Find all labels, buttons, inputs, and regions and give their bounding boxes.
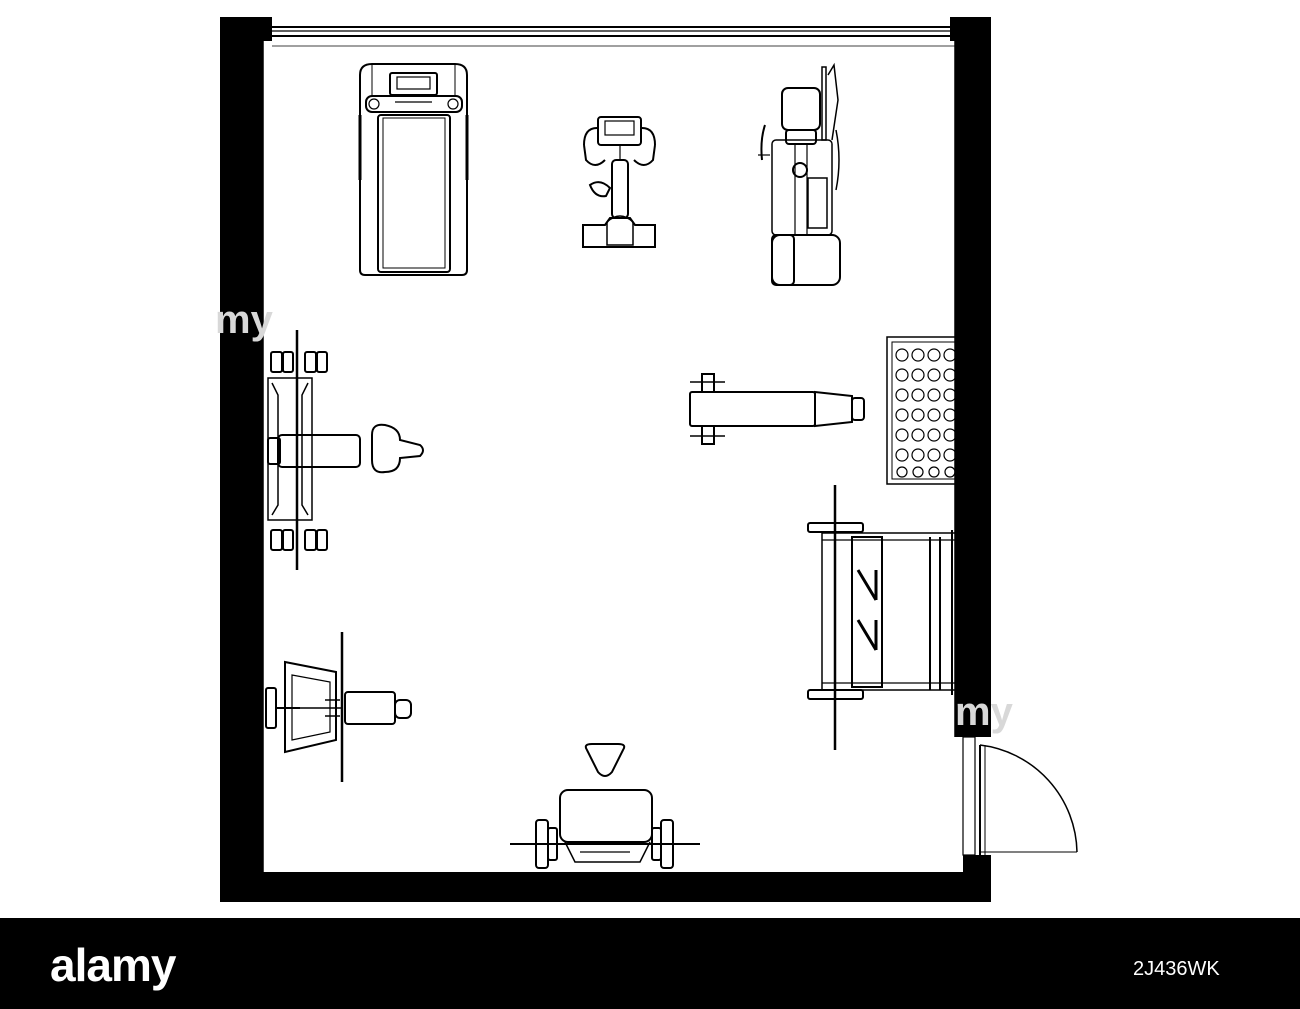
door-jamb	[962, 736, 976, 856]
watermark-brand: alamy	[50, 939, 176, 991]
wall-top-left-post	[220, 17, 272, 41]
door-swing-arc	[979, 744, 1078, 853]
wall-left	[220, 17, 263, 902]
watermark-fragment-right: my	[955, 690, 1013, 734]
dumbbell-rack	[886, 336, 962, 485]
barbell-bench	[267, 330, 424, 570]
dumbbells	[895, 348, 957, 478]
wall-top-right-post	[950, 17, 991, 41]
wall-bottom	[220, 872, 991, 902]
gym-floor-plan	[220, 17, 1078, 902]
exercise-bike	[582, 116, 656, 248]
preacher-bench	[265, 632, 412, 782]
flat-bench	[689, 373, 865, 445]
watermark-fragment-left: my	[215, 298, 273, 342]
wall-inner-edges	[262, 41, 956, 872]
treadmill	[358, 63, 469, 276]
seated-barbell-machine	[510, 743, 700, 869]
walls	[220, 17, 991, 902]
power-rack	[807, 485, 961, 750]
window	[272, 26, 955, 47]
wall-right-lower	[963, 855, 991, 902]
elliptical	[758, 62, 841, 286]
watermark-image-id: 2J436WK	[1133, 958, 1220, 980]
watermark-footer: alamy 2J436WK	[0, 918, 1300, 1009]
door	[962, 736, 1078, 856]
